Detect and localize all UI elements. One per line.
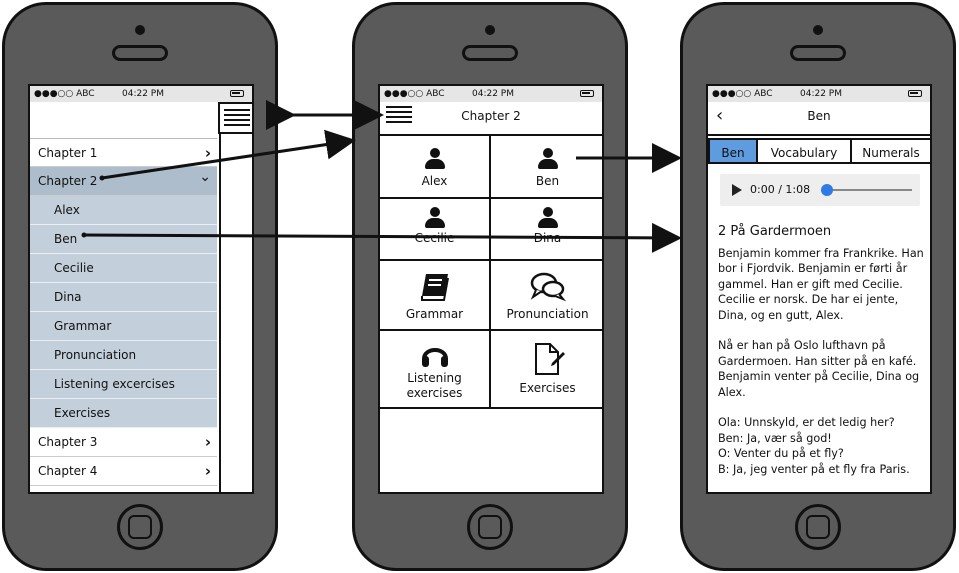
menu-button[interactable] xyxy=(218,102,252,134)
tile-label: Ben xyxy=(535,174,560,188)
camera-dot xyxy=(485,25,495,35)
tile-label-line2: exercises xyxy=(406,386,463,400)
submenu-item-dina[interactable]: Dina xyxy=(30,283,217,312)
speech-bubbles-icon xyxy=(530,272,566,302)
dialogue: Ola: Unnskyld, er det ledig her? Ben: Ja… xyxy=(718,415,924,477)
clock: 04:22 PM xyxy=(472,89,514,99)
chapter-item-1[interactable]: Chapter 1 › xyxy=(30,138,217,167)
earpiece xyxy=(790,45,846,61)
document-edit-icon xyxy=(534,343,565,375)
tab-ben[interactable]: Ben xyxy=(708,138,758,164)
clock: 04:22 PM xyxy=(800,89,842,99)
back-arrow-icon[interactable]: ‹ xyxy=(716,105,724,126)
tab-numerals[interactable]: Numerals xyxy=(850,138,930,164)
dialogue-line: Ola: Unnskyld, er det ledig her? xyxy=(718,416,895,429)
chapter-header: Chapter 2 xyxy=(380,102,602,136)
page-title: Ben xyxy=(807,109,831,123)
player-time: 0:00 / 1:08 xyxy=(750,183,811,196)
tile-ben[interactable]: Ben xyxy=(491,136,602,199)
chevron-right-icon: › xyxy=(204,433,211,451)
phone-3: ●●●○○ ABC 04:22 PM ‹ Ben Ben Vocabulary … xyxy=(680,2,956,571)
tile-pronunciation[interactable]: Pronunciation xyxy=(491,261,602,331)
tile-label: Grammar xyxy=(405,307,464,321)
play-icon[interactable] xyxy=(732,184,742,196)
camera-dot xyxy=(813,25,823,35)
headphones-icon xyxy=(421,348,448,367)
submenu-item-listening[interactable]: Listening excercises xyxy=(30,370,217,399)
tile-label: Dina xyxy=(533,231,562,245)
tab-bar: Ben Vocabulary Numerals xyxy=(708,138,930,164)
battery-icon xyxy=(230,90,244,97)
dialogue-line: B: Ja, jeg venter på et fly fra Paris. xyxy=(718,462,910,476)
chapter-label: Chapter 4 xyxy=(38,464,98,478)
submenu-item-exercises[interactable]: Exercises xyxy=(30,399,217,428)
screen-menu: ●●●○○ ABC 04:22 PM Chapter 1 › Chapter 2… xyxy=(28,84,254,494)
chapter-label: Chapter 2 xyxy=(38,174,98,188)
earpiece xyxy=(112,45,168,61)
person-icon xyxy=(424,207,445,229)
chapter-list: Chapter 1 › Chapter 2 ⌄ Alex Ben Cecilie… xyxy=(30,138,217,486)
tile-label: Cecilie xyxy=(414,231,455,245)
home-button[interactable] xyxy=(117,504,163,550)
hamburger-icon[interactable] xyxy=(386,106,412,128)
tab-vocabulary[interactable]: Vocabulary xyxy=(756,138,852,164)
person-icon xyxy=(424,148,445,170)
tile-label-line1: Listening xyxy=(407,371,462,385)
clock: 04:22 PM xyxy=(122,89,164,99)
carrier-label: ●●●○○ ABC xyxy=(712,89,773,99)
carrier-label: ●●●○○ ABC xyxy=(384,89,445,99)
content-peek xyxy=(219,102,252,492)
earpiece xyxy=(462,45,518,61)
reading-text: 2 På Gardermoen Benjamin kommer fra Fran… xyxy=(718,224,924,477)
screen-character: ●●●○○ ABC 04:22 PM ‹ Ben Ben Vocabulary … xyxy=(706,84,932,494)
status-bar: ●●●○○ ABC 04:22 PM xyxy=(30,86,252,102)
page-title: Chapter 2 xyxy=(461,109,521,123)
submenu-item-grammar[interactable]: Grammar xyxy=(30,312,217,341)
battery-icon xyxy=(908,90,922,97)
submenu-item-ben[interactable]: Ben xyxy=(30,225,217,254)
dialogue-line: Ben: Ja, vær så god! xyxy=(718,431,832,445)
chapter-item-3[interactable]: Chapter 3 › xyxy=(30,428,217,457)
book-icon xyxy=(420,274,449,301)
screen-chapter: ●●●○○ ABC 04:22 PM Chapter 2 Alex Ben Ce… xyxy=(378,84,604,494)
tile-cecilie[interactable]: Cecilie xyxy=(380,199,491,261)
person-icon xyxy=(537,148,558,170)
hamburger-icon xyxy=(224,109,250,131)
home-button[interactable] xyxy=(467,504,513,550)
chevron-right-icon: › xyxy=(204,462,211,480)
chapter-item-4[interactable]: Chapter 4 › xyxy=(30,457,217,486)
tile-exercises[interactable]: Exercises xyxy=(491,331,602,409)
paragraph-2: Nå er han på Oslo lufthavn på Gardermoen… xyxy=(718,339,920,399)
tile-grammar[interactable]: Grammar xyxy=(380,261,491,331)
tile-dina[interactable]: Dina xyxy=(491,199,602,261)
character-header: ‹ Ben xyxy=(708,102,930,136)
tile-label: Exercises xyxy=(519,381,576,395)
tile-label: Alex xyxy=(421,174,448,188)
chapter-label: Chapter 3 xyxy=(38,435,98,449)
audio-player: 0:00 / 1:08 xyxy=(720,174,920,206)
chapter-label: Chapter 1 xyxy=(38,146,98,160)
chevron-down-icon: ⌄ xyxy=(199,169,211,185)
person-icon xyxy=(537,207,558,229)
paragraph-1: Benjamin kommer fra Frankrike. Han bor i… xyxy=(718,246,924,322)
battery-icon xyxy=(580,90,594,97)
seek-handle[interactable] xyxy=(821,184,833,196)
chapter-item-2[interactable]: Chapter 2 ⌄ xyxy=(30,167,217,196)
lesson-heading: 2 På Gardermoen xyxy=(718,224,832,239)
status-bar: ●●●○○ ABC 04:22 PM xyxy=(380,86,602,102)
submenu-item-cecilie[interactable]: Cecilie xyxy=(30,254,217,283)
status-bar: ●●●○○ ABC 04:22 PM xyxy=(708,86,930,102)
carrier-label: ●●●○○ ABC xyxy=(34,89,95,99)
home-button[interactable] xyxy=(795,504,841,550)
tile-label: Pronunciation xyxy=(506,307,589,321)
phone-2: ●●●○○ ABC 04:22 PM Chapter 2 Alex Ben Ce… xyxy=(352,2,628,571)
phone-1: ●●●○○ ABC 04:22 PM Chapter 1 › Chapter 2… xyxy=(2,2,278,571)
tile-listening[interactable]: Listening exercises xyxy=(380,331,491,409)
seek-track[interactable] xyxy=(830,189,912,191)
dialogue-line: O: Venter du på et fly? xyxy=(718,447,844,460)
camera-dot xyxy=(135,25,145,35)
submenu-item-alex[interactable]: Alex xyxy=(30,196,217,225)
submenu-item-pronunciation[interactable]: Pronunciation xyxy=(30,341,217,370)
tile-alex[interactable]: Alex xyxy=(380,136,491,199)
